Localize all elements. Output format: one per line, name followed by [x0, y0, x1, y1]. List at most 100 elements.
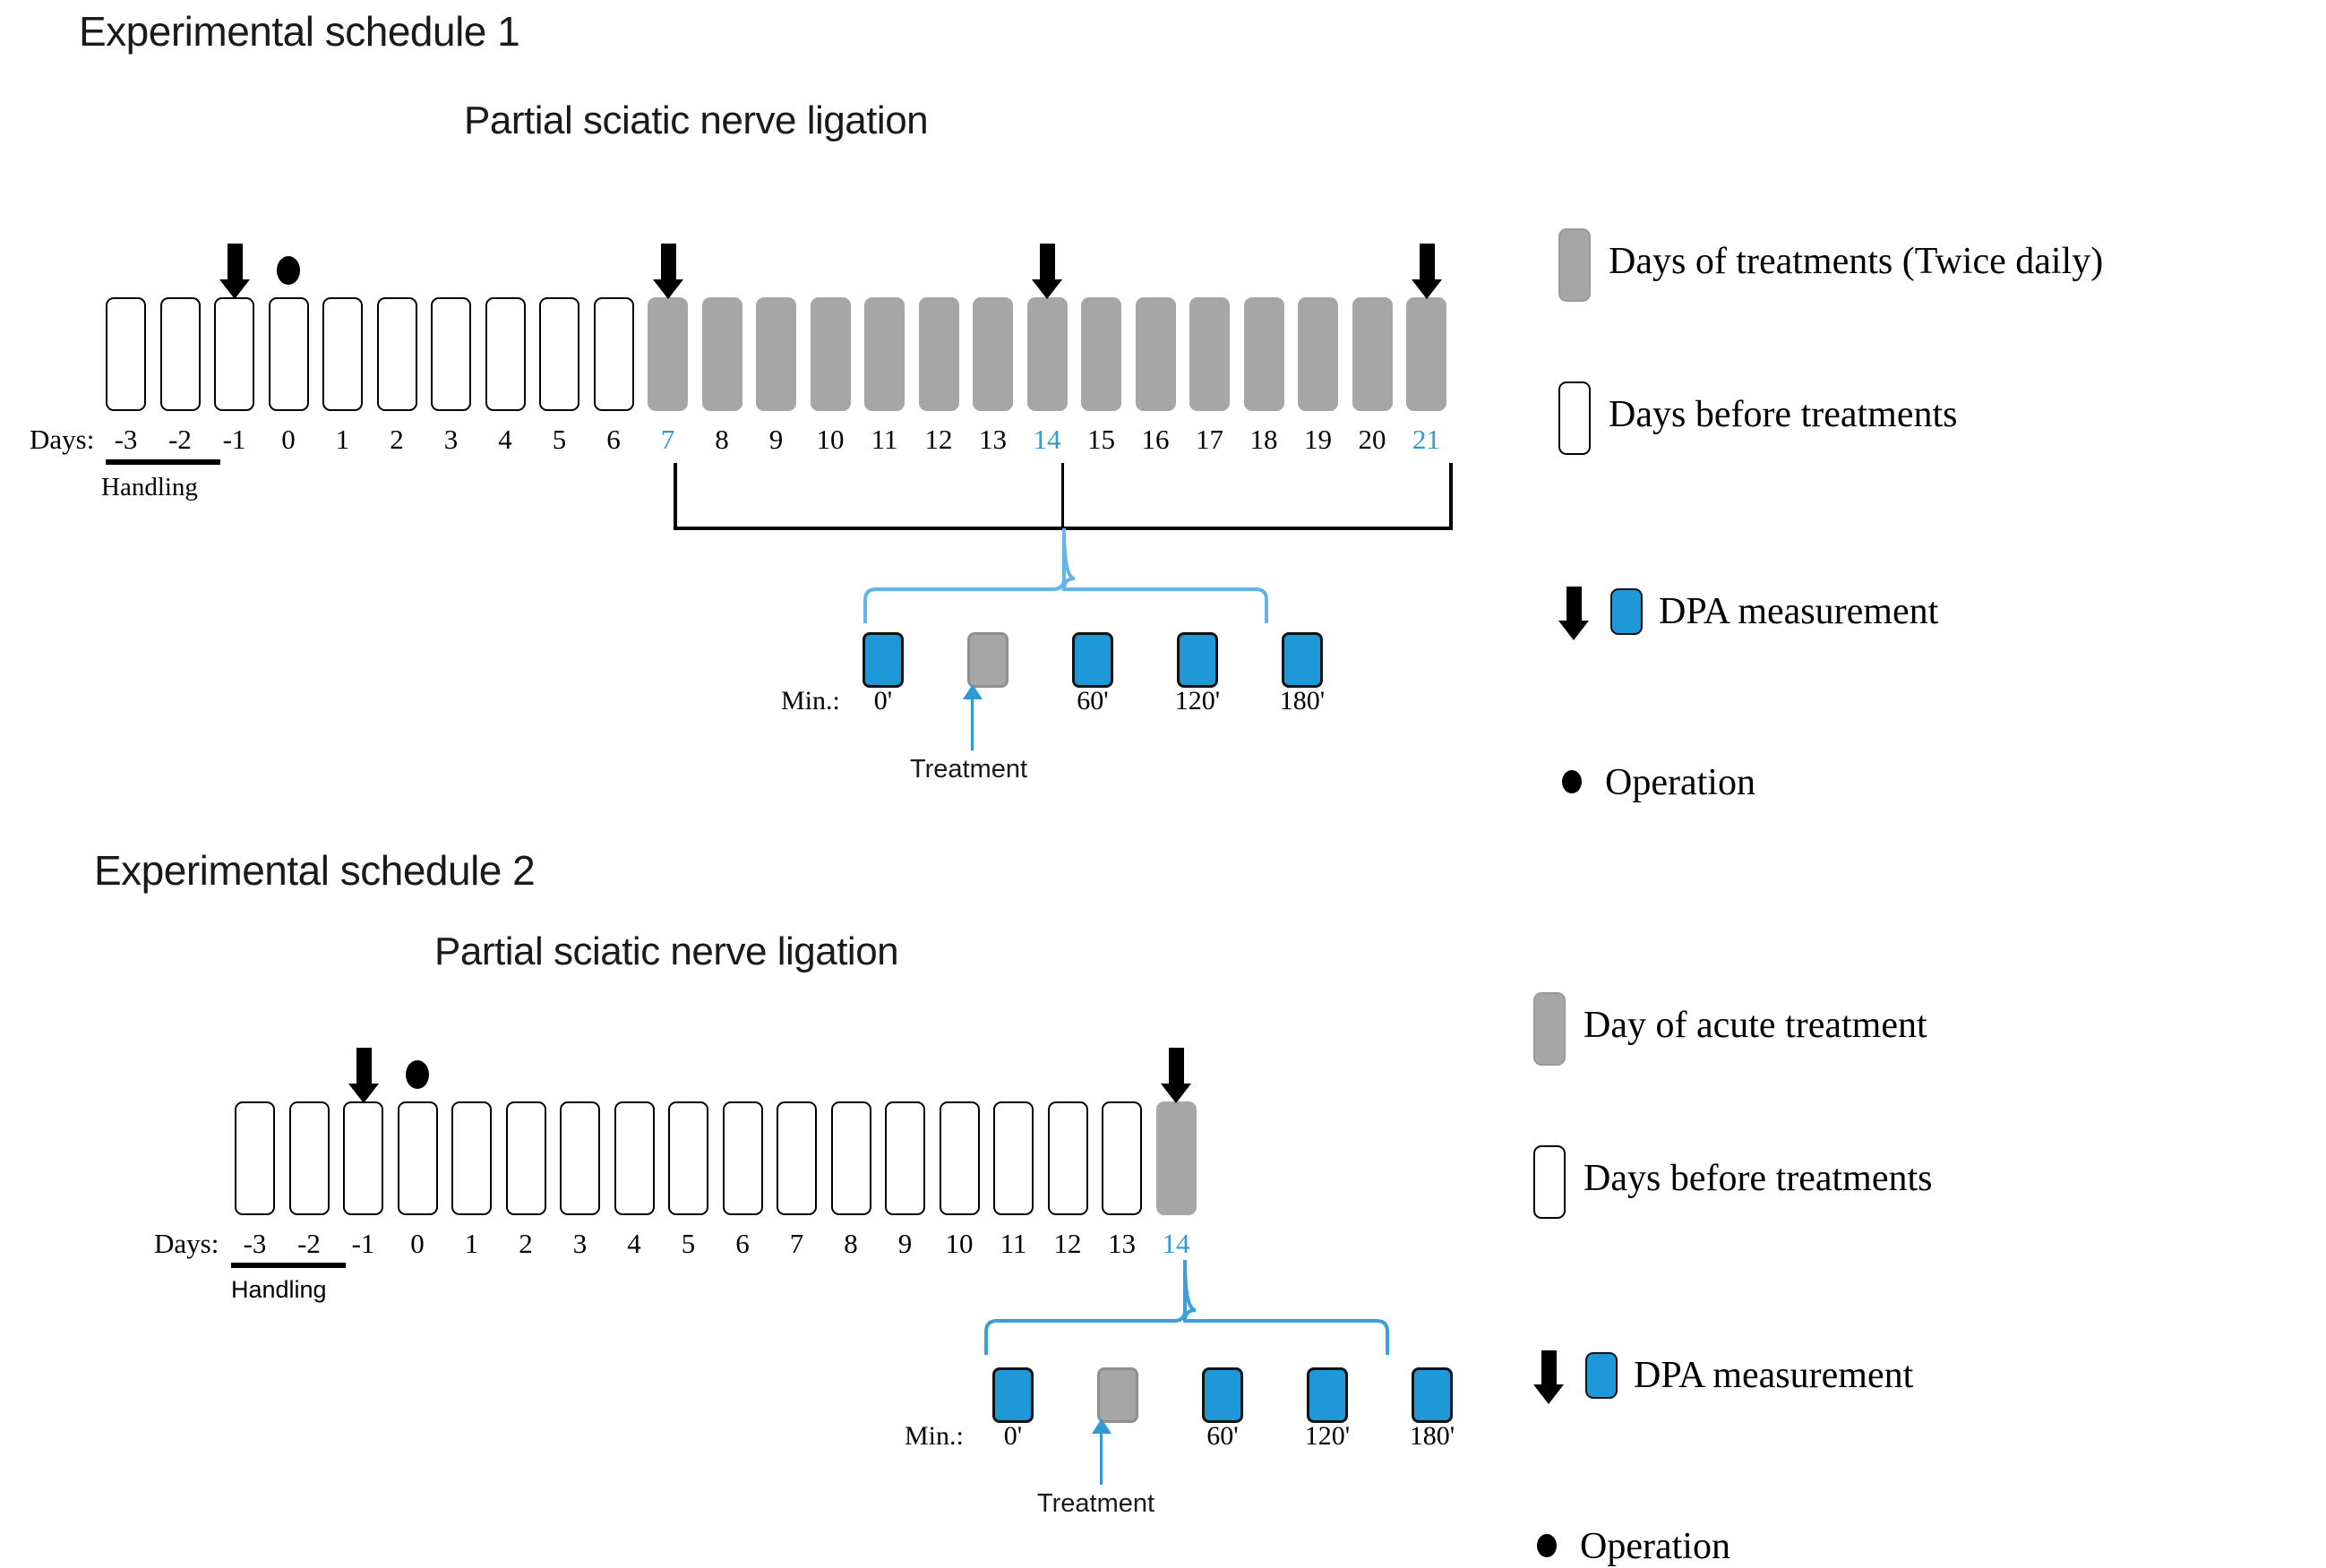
operation-dot-day-0: [277, 256, 300, 285]
treatment-box: [1097, 1367, 1138, 1423]
day-bar-0: [268, 297, 309, 411]
day-bar-15: [1081, 297, 1121, 411]
day-bar-12: [1047, 1101, 1088, 1215]
dpa-box-120': [1177, 632, 1218, 688]
day-label-0: 0: [281, 424, 296, 455]
dpa-box-60': [1202, 1367, 1243, 1423]
day-bar-11: [993, 1101, 1034, 1215]
day-label-5: 5: [552, 424, 567, 455]
legend-operation-dot-icon: [1537, 1534, 1557, 1557]
day-bar-16: [1135, 297, 1176, 411]
day-bar-3: [560, 1101, 600, 1215]
legend-label-1: Days before treatments: [1609, 394, 1958, 435]
day-bar--3: [106, 297, 146, 411]
day-bar-5: [539, 297, 579, 411]
day-bar-9: [756, 297, 796, 411]
minute-label-60': 60': [1206, 1421, 1239, 1451]
day-label-9: 9: [768, 424, 784, 455]
schedule-2-subtitle: Partial sciatic nerve ligation: [434, 930, 899, 973]
day-bar-20: [1352, 297, 1393, 411]
day-label-11: 11: [871, 424, 898, 455]
schedule-1-handling-label: Handling: [101, 473, 198, 501]
day-bar-3: [431, 297, 471, 411]
day-label-7: 7: [789, 1228, 804, 1259]
day-label-5: 5: [681, 1228, 696, 1259]
schedule-1-title: Experimental schedule 1: [79, 8, 520, 55]
day-label-1: 1: [464, 1228, 479, 1259]
day-label--2: -2: [168, 424, 192, 455]
day-bar-5: [668, 1101, 708, 1215]
day-bar-1: [322, 297, 363, 411]
day-bar-9: [885, 1101, 925, 1215]
dpa-arrow-stem-day-21: [1419, 244, 1435, 281]
day-label--2: -2: [297, 1228, 321, 1259]
legend-label-0: Day of acute treatment: [1584, 1005, 1927, 1046]
schedule-2-handling-underline: [231, 1263, 346, 1268]
day-bar--2: [288, 1101, 330, 1215]
schedule-2-title: Experimental schedule 2: [94, 847, 536, 894]
dpa-arrow-stem-day-14: [1169, 1048, 1184, 1085]
day-label-18: 18: [1249, 424, 1278, 455]
day-label-12: 12: [1053, 1228, 1082, 1259]
minute-label-60': 60': [1077, 686, 1109, 715]
dpa-box-0': [992, 1367, 1034, 1423]
dpa-arrow-stem-day-7: [660, 244, 676, 281]
day-label-20: 20: [1358, 424, 1386, 455]
day-label-13: 13: [1108, 1228, 1136, 1259]
schedule-1-treatment-label: Treatment: [910, 755, 1028, 784]
day-label-12: 12: [924, 424, 953, 455]
day-label-2: 2: [390, 424, 404, 455]
schedule-1-treatment-arrow-stem: [971, 698, 974, 750]
day-label-3: 3: [443, 424, 459, 455]
dpa-box-180': [1412, 1367, 1453, 1423]
legend-operation-dot-icon: [1562, 770, 1582, 793]
dpa-arrow-head-day-14: [1032, 279, 1062, 299]
legend-arrow-stem-icon: [1566, 587, 1582, 622]
day-bar-19: [1298, 297, 1338, 411]
day-label-9: 9: [897, 1228, 913, 1259]
day-label-3: 3: [572, 1228, 588, 1259]
dpa-arrow-head-day-7: [652, 279, 683, 299]
dpa-box-0': [863, 632, 904, 688]
dpa-box-180': [1282, 632, 1323, 688]
schedule-1-blue-brace: [863, 527, 1268, 623]
day-label-21: 21: [1412, 424, 1440, 455]
day-label-14: 14: [1033, 424, 1061, 455]
day-bar-6: [593, 297, 634, 411]
gray-bar-swatch: [1533, 992, 1566, 1066]
day-bar-4: [614, 1101, 655, 1215]
day-label-6: 6: [735, 1228, 750, 1259]
day-label--1: -1: [351, 1228, 375, 1259]
gray-bar-swatch: [1558, 228, 1591, 302]
legend-label-2: DPA measurement: [1634, 1355, 1914, 1396]
day-label-8: 8: [715, 424, 729, 455]
day-label-19: 19: [1304, 424, 1332, 455]
dpa-box-120': [1307, 1367, 1348, 1423]
schedule-2-treatment-arrow-stem: [1100, 1433, 1103, 1485]
day-label--3: -3: [243, 1228, 267, 1259]
schedule-1-subtitle: Partial sciatic nerve ligation: [464, 99, 929, 142]
day-bar-14: [1155, 1101, 1197, 1215]
day-bar-4: [485, 297, 526, 411]
day-bar-2: [376, 297, 417, 411]
schedule-2-blue-brace: [984, 1259, 1389, 1355]
day-bar--3: [235, 1101, 275, 1215]
day-label-13: 13: [979, 424, 1007, 455]
legend-dpa-blue-box-icon: [1585, 1352, 1618, 1399]
minute-label-180': 180': [1279, 686, 1326, 715]
day-bar-12: [918, 297, 959, 411]
day-label-15: 15: [1087, 424, 1115, 455]
day-label-0: 0: [410, 1228, 425, 1259]
minute-label-180': 180': [1409, 1421, 1455, 1451]
white-bar-swatch: [1533, 1145, 1566, 1219]
day-label-6: 6: [606, 424, 621, 455]
legend-label-1: Days before treatments: [1584, 1158, 1933, 1199]
dpa-arrow-head-day--1: [348, 1084, 379, 1103]
day-label--1: -1: [222, 424, 246, 455]
legend-label-3: Operation: [1580, 1526, 1730, 1567]
dpa-arrow-head-day-21: [1411, 279, 1442, 299]
day-bar-2: [505, 1101, 546, 1215]
schedule-1-bracket-left: [674, 463, 677, 530]
dpa-arrow-head-day-14: [1161, 1084, 1191, 1103]
dpa-arrow-stem-day--1: [227, 244, 243, 281]
